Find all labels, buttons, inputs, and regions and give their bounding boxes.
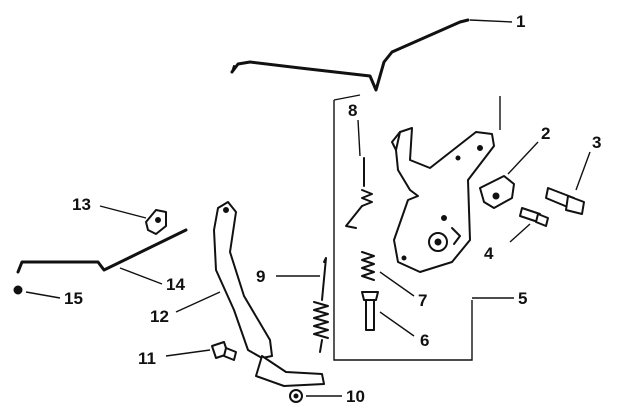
callout-13: 13 [72, 195, 91, 214]
part-13-clamp [145, 209, 167, 235]
callout-4: 4 [484, 244, 494, 263]
callout-3: 3 [592, 133, 601, 152]
part-9-extension-spring [313, 257, 329, 353]
callout-2: 2 [541, 124, 550, 143]
part-1-link-rod [230, 18, 470, 92]
callout-5: 5 [518, 289, 527, 308]
callout-8: 8 [348, 101, 357, 120]
callout-labels: 1 2 3 4 5 6 7 8 9 10 11 12 13 14 15 [64, 12, 601, 406]
part-2-clip [479, 175, 515, 209]
control-bracket-plate [391, 127, 495, 273]
part-3-bolt [545, 187, 585, 215]
part-11-bolt [211, 341, 237, 361]
part-4-screw [519, 207, 549, 227]
callout-10: 10 [346, 387, 365, 406]
callout-11: 11 [138, 349, 156, 368]
callout-1: 1 [516, 12, 525, 31]
callout-7: 7 [418, 291, 427, 310]
part-15-nut [13, 285, 23, 295]
callout-14: 14 [166, 275, 185, 294]
callout-12: 12 [150, 307, 169, 326]
part-14-choke-rod [16, 228, 188, 274]
callout-6: 6 [420, 331, 429, 350]
part-6-screw [361, 291, 379, 331]
part-12-lever [213, 201, 325, 387]
part-5-frame [333, 94, 501, 361]
part-8-torsion-spring [345, 157, 373, 229]
leader-lines [25, 19, 591, 397]
callout-9: 9 [256, 267, 265, 286]
part-7-spring [361, 251, 375, 281]
part-10-nut [289, 389, 303, 403]
callout-15: 15 [64, 289, 83, 308]
